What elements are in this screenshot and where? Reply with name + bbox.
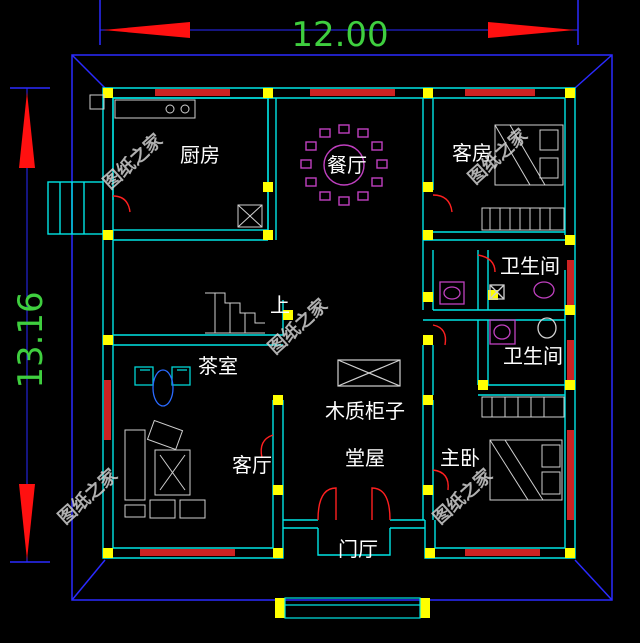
wood-cabinet-icon bbox=[337, 359, 401, 387]
guest-room-label: 客房 bbox=[452, 141, 492, 165]
bathroom-fixtures bbox=[439, 281, 557, 345]
eave-outline bbox=[71, 54, 613, 601]
watermark: 图纸之家 bbox=[429, 464, 498, 529]
stair-up-label: 上 bbox=[270, 293, 290, 317]
kitchen-fixtures bbox=[89, 94, 263, 228]
dining-label: 餐厅 bbox=[327, 153, 367, 177]
arrow-up-icon bbox=[19, 92, 35, 168]
tea-room-label: 茶室 bbox=[198, 354, 238, 378]
arrow-left-icon bbox=[103, 22, 190, 38]
living-room-label: 客厅 bbox=[232, 453, 272, 477]
height-dimension-label: 13.16 bbox=[11, 291, 51, 388]
guest-bed-icon bbox=[494, 124, 564, 186]
master-bedroom-label: 主卧 bbox=[440, 446, 480, 470]
watermark: 图纸之家 bbox=[99, 129, 168, 194]
watermark: 图纸之家 bbox=[54, 464, 123, 529]
bathroom-upper-label: 卫生间 bbox=[500, 254, 560, 278]
arrow-down-icon bbox=[19, 484, 35, 560]
staircase-icon bbox=[205, 292, 265, 334]
front-steps bbox=[284, 597, 421, 619]
bathroom-lower-label: 卫生间 bbox=[503, 344, 563, 368]
master-bed-icon bbox=[489, 439, 563, 501]
tea-table-icon bbox=[134, 366, 191, 407]
walls bbox=[47, 87, 576, 559]
left-dimension: 13.16 bbox=[10, 87, 51, 563]
width-dimension-label: 12.00 bbox=[291, 15, 388, 55]
wardrobes bbox=[481, 207, 565, 418]
main-hall-label: 堂屋 bbox=[345, 446, 385, 470]
foyer-label: 门厅 bbox=[338, 537, 378, 561]
windows bbox=[104, 89, 574, 556]
top-dimension: 12.00 bbox=[99, 0, 579, 55]
wood-cabinet-label: 木质柜子 bbox=[325, 399, 405, 423]
kitchen-label: 厨房 bbox=[180, 143, 220, 167]
doors bbox=[112, 194, 496, 521]
sofa-set-icon bbox=[124, 419, 206, 519]
columns bbox=[103, 88, 575, 618]
arrow-right-icon bbox=[488, 22, 575, 38]
dining-table-icon bbox=[300, 124, 388, 206]
